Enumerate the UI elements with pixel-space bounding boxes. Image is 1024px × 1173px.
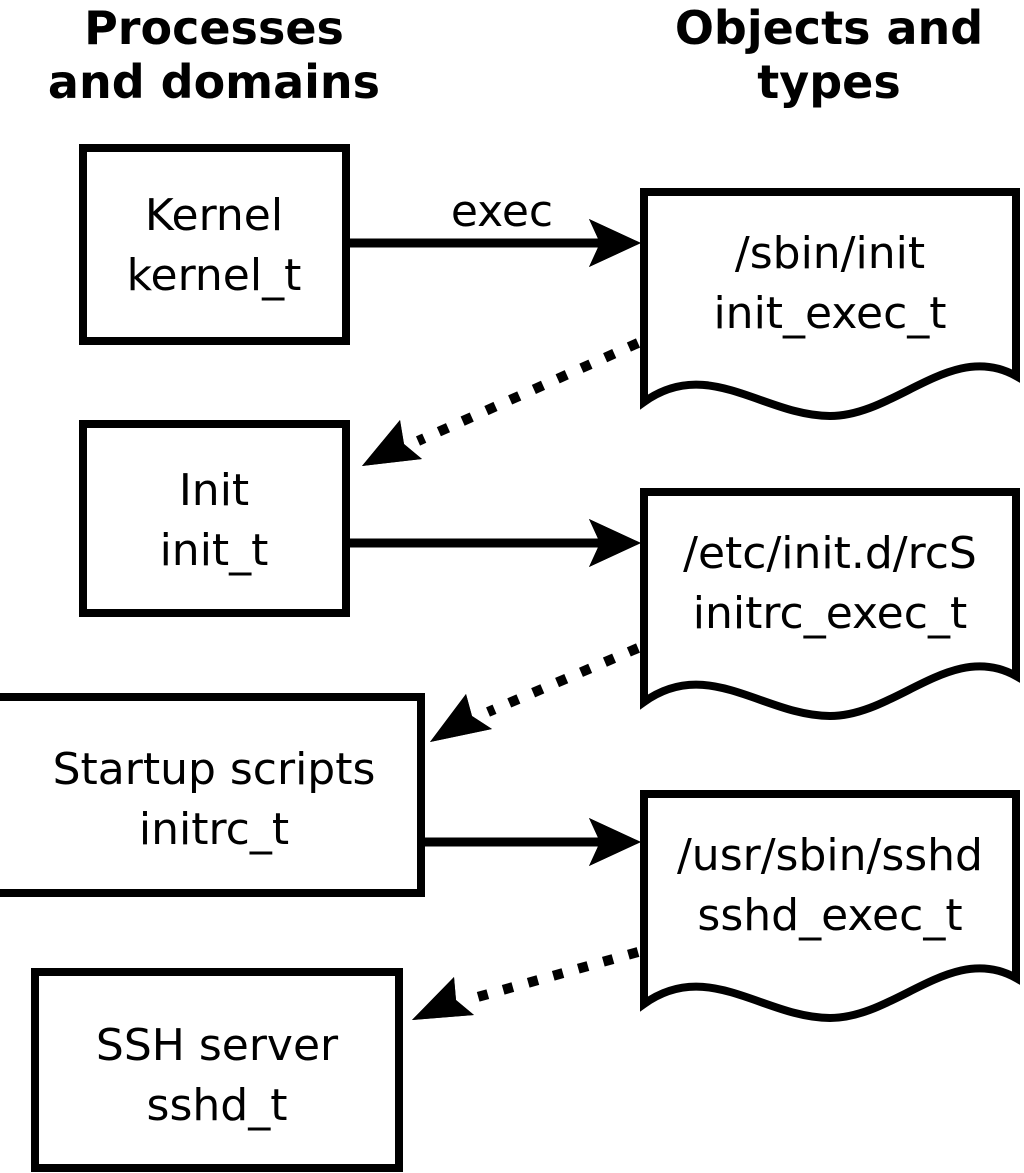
node-ssh-server-line2: sshd_t <box>147 1080 288 1131</box>
node-ssh-server-shape[interactable] <box>31 968 403 1172</box>
column-header-objects: Objects and types <box>675 1 983 109</box>
column-header-objects-line1: Objects and <box>675 1 983 55</box>
node-initrc-exec[interactable]: /etc/init.d/rcS initrc_exec_t <box>640 488 1020 721</box>
node-init-exec-shape[interactable] <box>640 188 1020 421</box>
node-initrc-exec-shape[interactable] <box>640 488 1020 721</box>
column-header-processes: Processes and domains <box>48 1 380 109</box>
edge-sshd-exec-to-sshd-line <box>472 947 640 1003</box>
overlay-arrowhead-initrc-exec-to-initrc <box>430 694 492 742</box>
node-kernel-line2: kernel_t <box>127 250 302 301</box>
node-ssh-server[interactable]: SSH server sshd_t <box>31 968 403 1172</box>
edge-init-exec-to-init-line <box>415 338 641 446</box>
edge-label-exec: exec <box>451 186 553 237</box>
node-initrc-exec-line2: initrc_exec_t <box>693 588 967 639</box>
node-sshd-exec[interactable]: /usr/sbin/sshd sshd_exec_t <box>640 790 1020 1023</box>
node-init-exec[interactable]: /sbin/init init_exec_t <box>640 188 1020 421</box>
node-init-exec-line1: /sbin/init <box>735 228 925 279</box>
node-init-shape[interactable] <box>79 420 350 617</box>
node-init-line1: Init <box>179 465 249 516</box>
arrowhead-overlay-layer <box>362 219 641 1020</box>
node-kernel-line1: Kernel <box>145 190 283 241</box>
edge-initrc-exec-to-initrc-line <box>486 643 640 717</box>
node-startup-scripts-shape[interactable] <box>0 693 425 897</box>
node-startup-scripts-line1: Startup scripts <box>53 744 376 795</box>
overlay-arrowhead-init-exec-to-init <box>362 420 422 466</box>
node-kernel[interactable]: Kernel kernel_t <box>79 144 350 345</box>
node-init-exec-line2: init_exec_t <box>713 288 946 339</box>
node-sshd-exec-line2: sshd_exec_t <box>697 890 962 941</box>
node-init-line2: init_t <box>160 525 269 576</box>
node-initrc-exec-line1: /etc/init.d/rcS <box>683 528 977 579</box>
node-sshd-exec-line1: /usr/sbin/sshd <box>677 830 983 881</box>
overlay-arrowhead-initrc-to-sshd-exec <box>589 818 641 866</box>
column-header-processes-line2: and domains <box>48 55 380 109</box>
overlay-arrowhead-sshd-exec-to-sshd <box>412 977 474 1020</box>
node-startup-scripts[interactable]: Startup scripts initrc_t <box>0 693 425 897</box>
node-init[interactable]: Init init_t <box>79 420 350 617</box>
overlay-arrowhead-exec <box>589 219 641 267</box>
node-sshd-exec-shape[interactable] <box>640 790 1020 1023</box>
overlay-arrowhead-init-to-initrc-exec <box>589 519 641 567</box>
column-header-processes-line1: Processes <box>84 1 344 55</box>
node-kernel-shape[interactable] <box>79 144 350 345</box>
node-ssh-server-line1: SSH server <box>96 1020 339 1071</box>
node-startup-scripts-line2: initrc_t <box>139 804 289 855</box>
column-header-objects-line2: types <box>757 55 900 109</box>
